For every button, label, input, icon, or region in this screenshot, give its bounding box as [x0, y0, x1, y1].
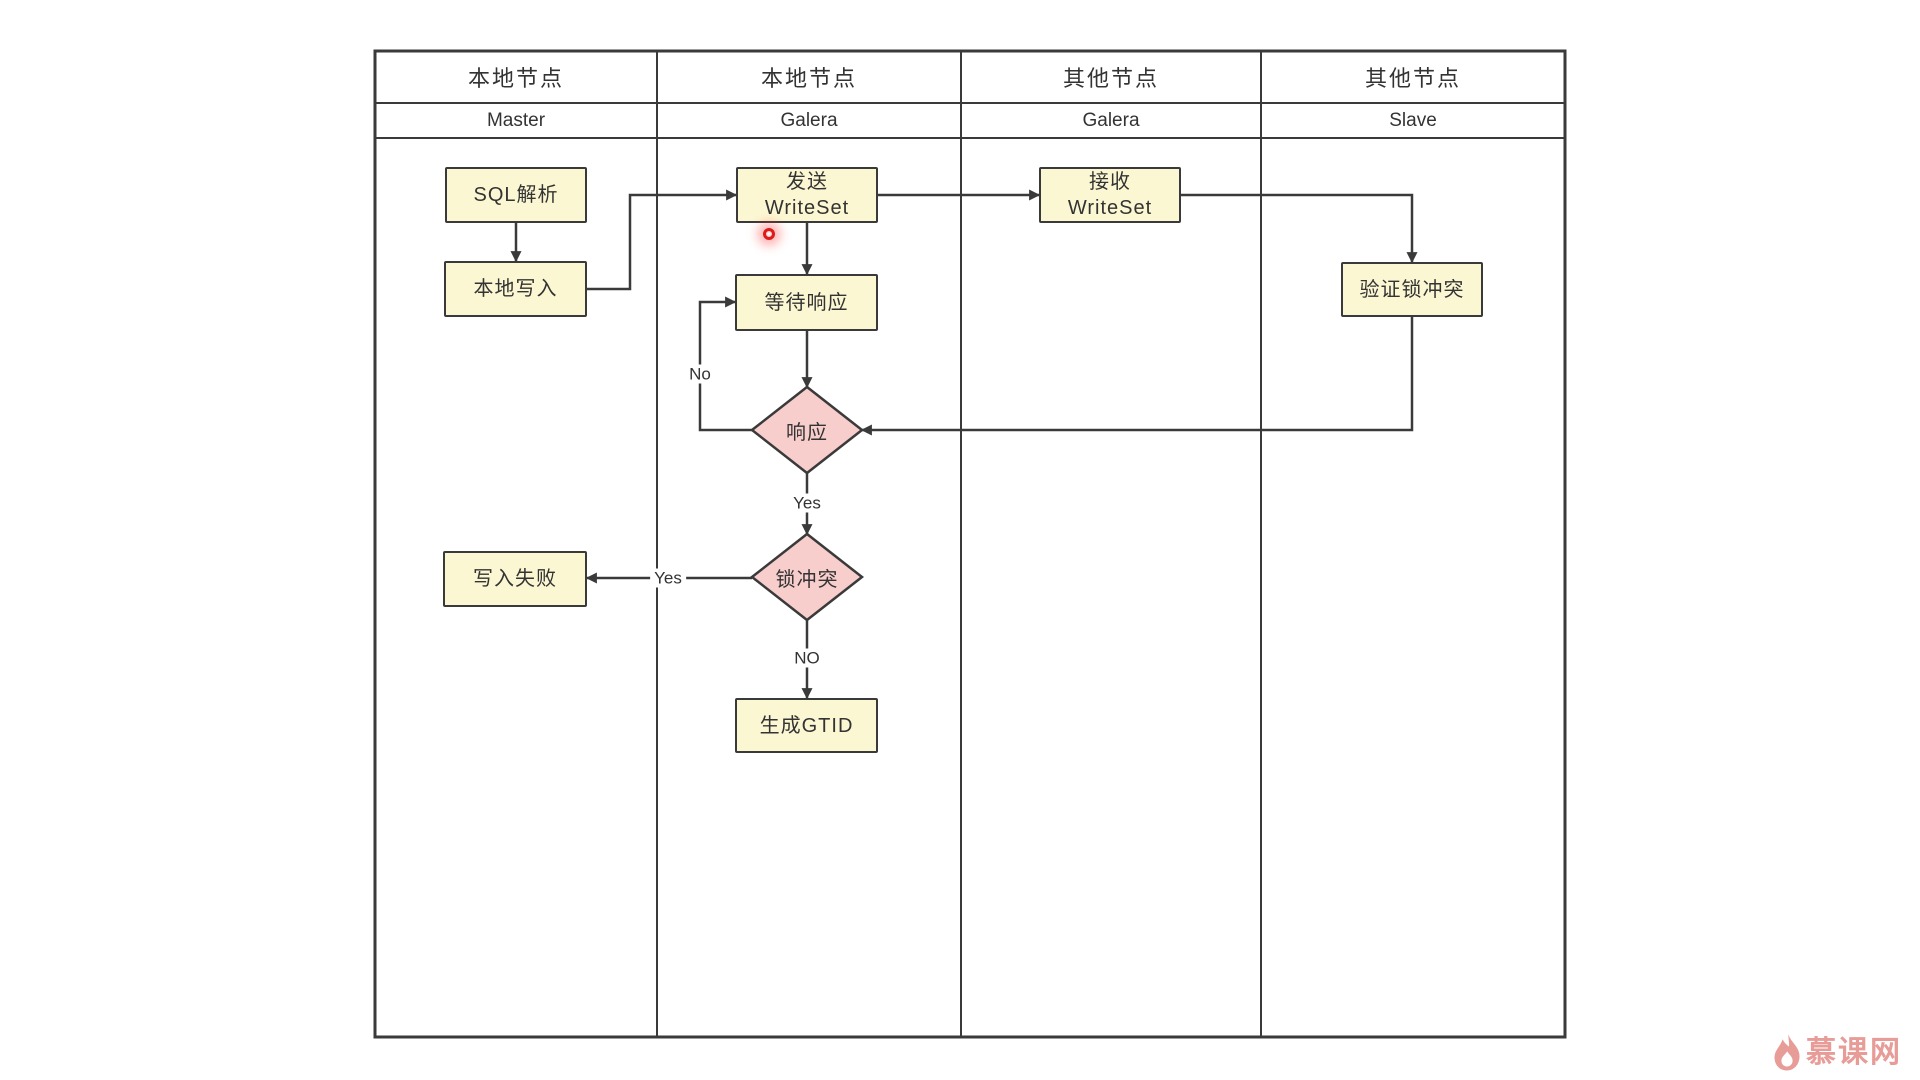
lane-header-2: 本地节点 — [760, 66, 857, 91]
lane-subheader-3: Galera — [1082, 109, 1140, 131]
lane-subheader-2: Galera — [780, 109, 838, 131]
decision-lock-conflict-shape — [749, 532, 865, 622]
table-outer-border — [373, 49, 1567, 1039]
node-wait-response: 等待响应 — [735, 274, 878, 331]
edge-label-response-no: No — [685, 364, 715, 384]
node-label-line2: WriteSet — [764, 197, 850, 219]
edge-recvwriteset-to-verifylock — [1181, 193, 1418, 264]
edge-label-lock-yes: Yes — [650, 568, 686, 588]
node-label: 写入失败 — [473, 568, 557, 590]
node-write-fail: 写入失败 — [443, 551, 587, 607]
node-label: 本地写入 — [473, 278, 558, 300]
decision-response-label: 响应 — [786, 421, 828, 444]
node-label: 生成GTID — [759, 714, 854, 737]
lane-header-3: 其他节点 — [1062, 66, 1159, 91]
node-local-write: 本地写入 — [444, 261, 587, 317]
swimlane-table — [373, 49, 1567, 1039]
lane-subheader-4: Slave — [1389, 109, 1437, 131]
node-verify-lock-conflict: 验证锁冲突 — [1341, 262, 1483, 317]
laser-pointer-dot — [763, 228, 775, 240]
lane-header-1: 本地节点 — [467, 66, 564, 91]
decision-response-shape — [749, 385, 865, 475]
node-label: 验证锁冲突 — [1359, 278, 1465, 301]
node-label-line1: 接收 — [1089, 171, 1131, 193]
lane-subheader-1: Master — [486, 109, 546, 131]
edge-localwrite-to-sendwriteset — [587, 189, 738, 291]
edge-label-lock-no: NO — [790, 648, 824, 668]
connectors — [510, 189, 1418, 700]
node-recv-writeset: 接收 WriteSet — [1039, 167, 1181, 223]
node-label: 等待响应 — [764, 291, 849, 314]
watermark-text: 慕课网 — [1806, 1036, 1902, 1069]
node-sql-parse: SQL解析 — [445, 167, 587, 223]
flame-icon — [1774, 1034, 1800, 1071]
node-label-line1: 发送 — [786, 171, 828, 193]
node-label-line2: WriteSet — [1067, 197, 1153, 219]
node-send-writeset: 发送 WriteSet — [736, 167, 878, 223]
node-generate-gtid: 生成GTID — [735, 698, 878, 753]
node-label: SQL解析 — [473, 184, 559, 206]
edge-label-response-yes: Yes — [789, 493, 825, 513]
imooc-watermark: 慕课网 — [1772, 1033, 1902, 1073]
edge-verifylock-to-response — [860, 317, 1414, 436]
lane-header-4: 其他节点 — [1364, 66, 1461, 91]
decision-lock-conflict-label: 锁冲突 — [775, 568, 839, 591]
